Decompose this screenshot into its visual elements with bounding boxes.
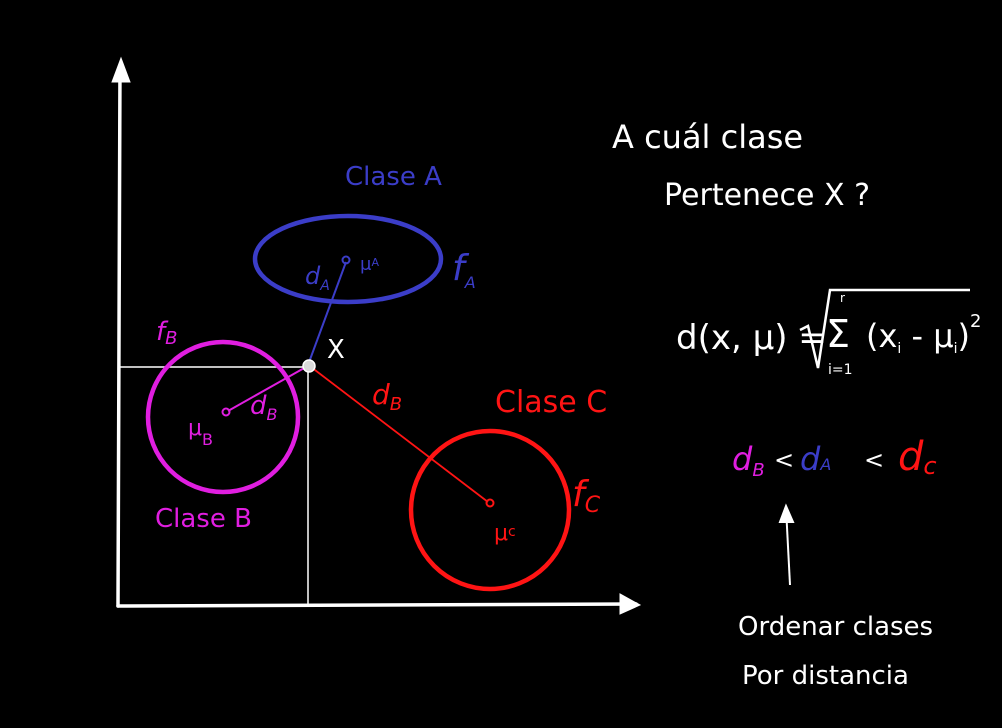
distance-line-b-inner [227,366,307,412]
y-axis-arrow-icon [111,56,131,83]
question-line-1: A cuál clase [612,118,803,156]
class-a-group: Clase A μA dA fA [252,162,476,366]
class-c-group: dB Clase C μc fC [310,366,607,592]
ineq-da: dA [800,440,831,478]
x-axis [116,602,638,608]
axes [111,56,642,615]
class-a-ellipse [252,213,444,305]
mu-b-label: μB [188,416,213,449]
class-a-title: Clase A [345,162,442,192]
question-block: A cuál clase Pertenece X ? [612,118,870,213]
ineq-db: dB [732,440,765,481]
order-line-1: Ordenar clases [738,612,933,642]
class-c-circle [408,428,572,592]
point-x-label: X [327,335,345,365]
f-a-label: fA [452,248,476,292]
class-c-centroid [485,498,495,508]
y-axis [116,64,122,608]
mu-a-label: μA [360,254,379,275]
distance-line-b [310,366,489,503]
order-arrow [778,503,795,586]
class-b-title: Clase B [155,504,252,534]
formula-lhs: d(x, μ) = [676,318,827,358]
x-axis-arrow-icon [619,593,642,615]
order-arrow-head-icon [778,503,795,523]
ineq-dc: dc [898,434,937,480]
f-b-label: fB [156,317,178,349]
order-line-2: Por distancia [742,661,909,691]
class-b-centroid [221,407,231,417]
ineq-lt-2: < [864,446,884,474]
distance-formula: d(x, μ) = r Σ i=1 (xi - μi)2 [676,288,981,378]
projection-lines [118,366,309,606]
ineq-lt-1: < [774,446,794,474]
point-x-group: X [302,335,345,373]
sqrt-symbol-icon [799,288,970,369]
formula-sum-bottom: i=1 [828,362,853,378]
formula-sum-top: r [840,291,845,305]
class-c-title: Clase C [495,385,607,420]
d-b-label: dB [372,378,402,415]
distance-inequality: dB < dA < dc [732,434,937,481]
d-a-label: dA [305,262,330,294]
question-line-2: Pertenece X ? [664,178,870,213]
point-x-marker [302,359,316,373]
class-b-group: fB μB dB Clase B [145,317,307,534]
f-c-label: fC [572,474,601,518]
distance-line-a [307,261,347,366]
mu-c-label: μc [494,521,516,546]
class-b-circle [145,339,301,495]
d-b-inner-label: dB [250,391,278,424]
formula-sigma-icon: Σ [826,312,850,356]
order-note: Ordenar clases Por distancia [738,612,933,691]
formula-body: (xi - μi)2 [866,311,981,357]
